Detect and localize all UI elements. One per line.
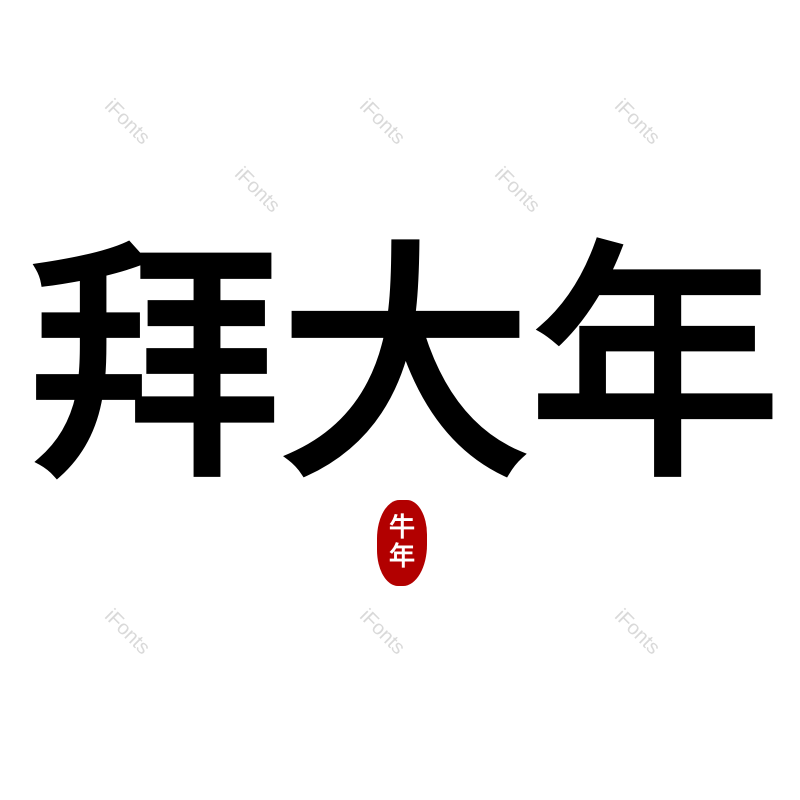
red-seal-stamp: 牛 年: [377, 500, 427, 586]
title-char-bai: 拜: [30, 218, 280, 512]
watermark: iFonts: [355, 94, 410, 150]
watermark: iFonts: [355, 604, 410, 660]
watermark: iFonts: [100, 94, 155, 150]
calligraphy-title: 拜 大 年: [30, 218, 780, 512]
watermark: iFonts: [230, 162, 285, 218]
watermark: iFonts: [490, 162, 545, 218]
watermark: iFonts: [610, 94, 665, 150]
watermark: iFonts: [610, 604, 665, 660]
seal-char: 牛: [388, 513, 415, 544]
seal-char: 年: [388, 542, 415, 572]
title-char-da: 大: [280, 218, 530, 512]
watermark: iFonts: [100, 604, 155, 660]
title-char-nian: 年: [530, 218, 780, 512]
